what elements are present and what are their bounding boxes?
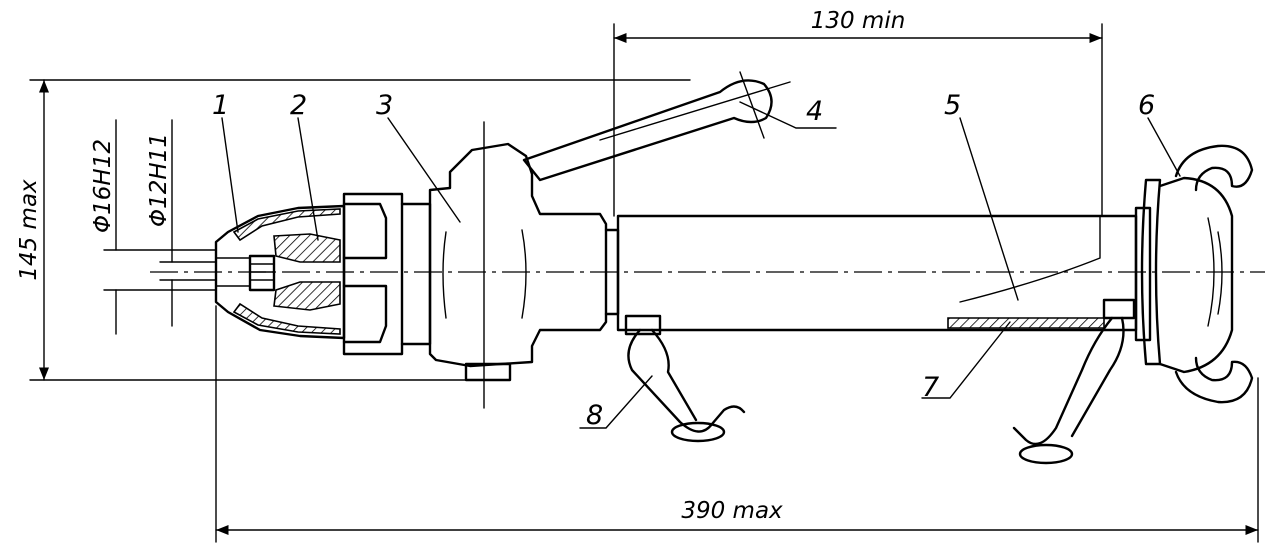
dim-top-length-text: 130 min [811,8,906,34]
part-5-barrel [616,214,1138,332]
callout-2: 2 [290,90,307,121]
dim-outer-diameter-text: Φ16H12 [90,139,116,233]
dim-height-text: 145 max [16,179,42,281]
nut [342,192,432,356]
dim-top-length: 130 min [613,8,1103,217]
callout-leaders [221,101,1181,429]
callout-8: 8 [586,400,603,431]
part-7-sleeve [947,317,1105,329]
callout-3: 3 [376,90,393,121]
part-6-coupling-head [1134,144,1254,404]
dim-height: 145 max [16,79,691,381]
part-1-tip [214,204,346,340]
part-2-insert [273,233,341,311]
dim-diameters: Φ16H12 Φ12H11 [90,119,217,335]
callout-7: 7 [922,372,939,403]
callout-4: 4 [806,96,823,127]
callout-5: 5 [944,90,961,121]
part-3-valve-body [428,121,620,409]
dim-inner-diameter-text: Φ12H11 [146,133,172,227]
part-4-lever [522,71,791,182]
dim-overall-length: 390 max [215,305,1259,543]
dim-overall-length-text: 390 max [681,498,783,524]
callout-1: 1 [212,90,229,121]
part-8-clamps [624,298,1136,465]
callout-6: 6 [1138,90,1155,121]
